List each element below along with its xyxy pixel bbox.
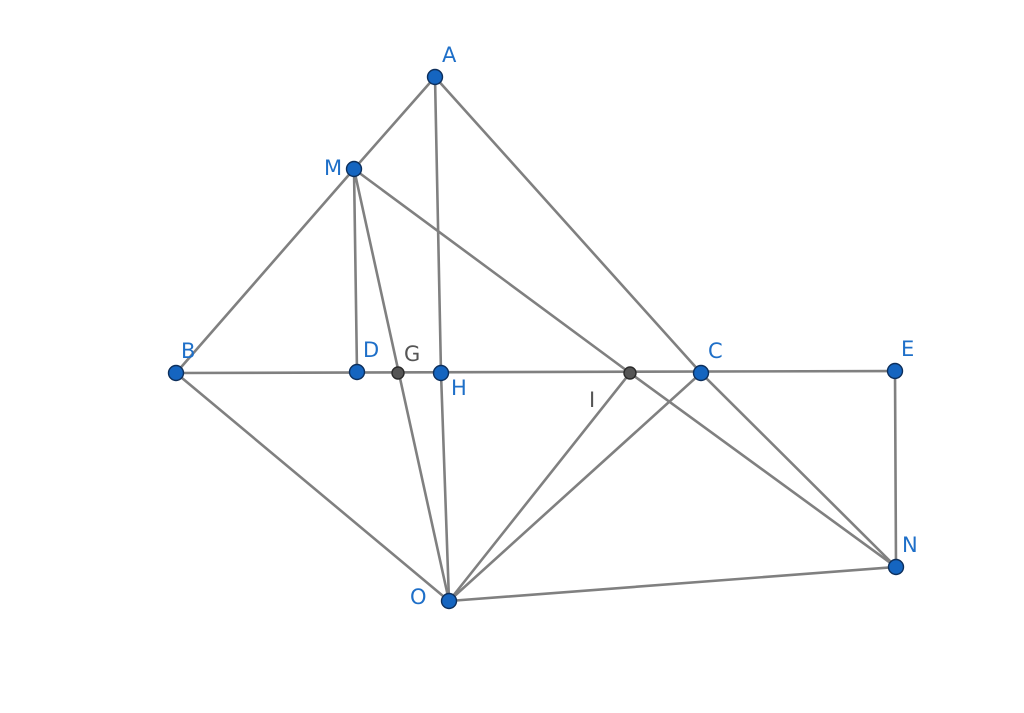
segment-mb: [174, 167, 356, 375]
segment-cn: [699, 371, 898, 569]
labels-layer: A M B D G H I C E N O: [181, 43, 918, 609]
segment-am: [352, 75, 437, 171]
segment-on: [447, 565, 898, 603]
point-e[interactable]: [886, 362, 904, 380]
segment-io: [447, 371, 632, 603]
point-label-n: N: [902, 533, 918, 557]
point-a[interactable]: [426, 68, 444, 86]
point-m[interactable]: [345, 160, 363, 178]
point-b[interactable]: [167, 364, 185, 382]
segment-md: [352, 167, 359, 374]
segment-ho: [439, 371, 451, 603]
segment-be: [174, 369, 897, 375]
segment-mo: [352, 167, 451, 603]
segment-co: [447, 371, 703, 603]
point-i[interactable]: [623, 366, 637, 380]
point-label-m: M: [324, 156, 342, 180]
segment-en: [893, 369, 898, 569]
point-g[interactable]: [391, 366, 405, 380]
segment-bo: [174, 371, 451, 603]
segment-in: [628, 371, 898, 569]
point-label-a: A: [442, 43, 457, 67]
point-d[interactable]: [348, 363, 366, 381]
segment-ac: [433, 75, 703, 375]
point-h[interactable]: [432, 364, 450, 382]
segment-mi: [352, 167, 632, 375]
segments-layer: [174, 75, 898, 603]
point-c[interactable]: [692, 364, 710, 382]
point-o[interactable]: [440, 592, 458, 610]
point-label-d: D: [363, 338, 379, 362]
point-label-h: H: [451, 376, 467, 400]
point-label-b: B: [181, 339, 195, 363]
point-label-c: C: [708, 339, 723, 363]
points-layer: [167, 68, 905, 610]
point-label-e: E: [901, 337, 914, 361]
segment-ah: [433, 75, 443, 375]
point-label-g: G: [404, 342, 420, 366]
point-label-o: O: [410, 585, 427, 609]
point-label-i: I: [589, 388, 595, 412]
point-n[interactable]: [887, 558, 905, 576]
